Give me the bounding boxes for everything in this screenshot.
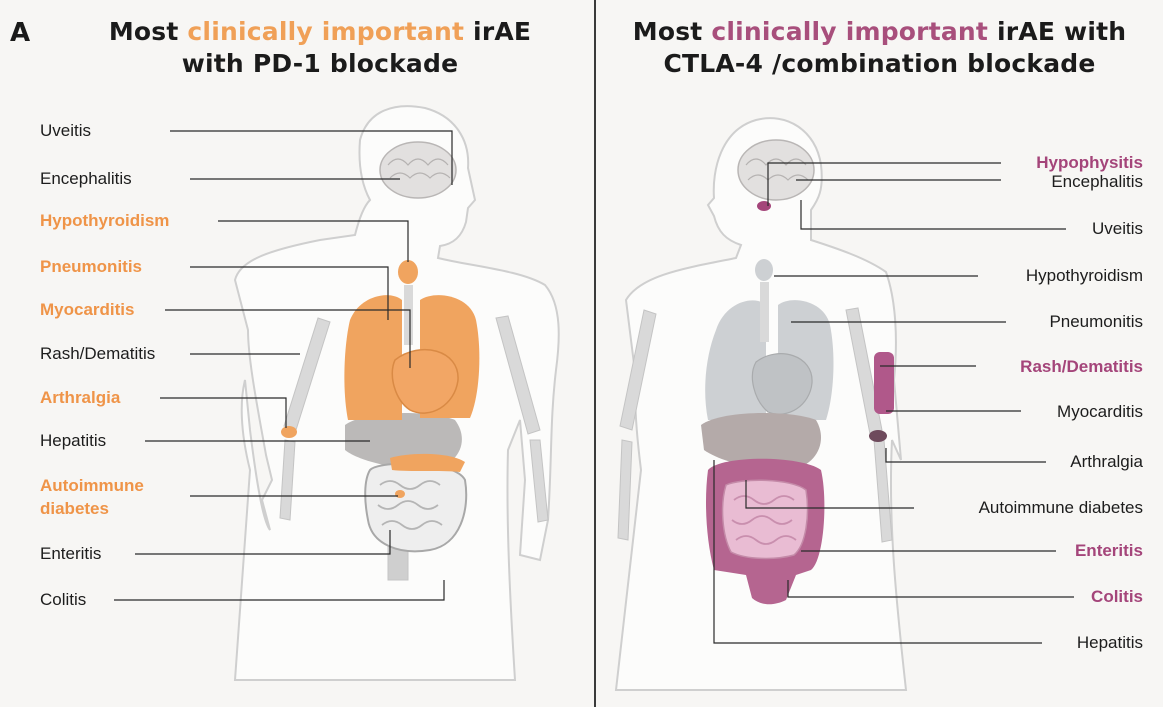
label-rash: Rash/Dematitis [40, 344, 155, 364]
panel-letter: A [10, 18, 30, 48]
label-hypothyroidism: Hypothyroidism [1026, 266, 1143, 286]
title-line2: CTLA-4 /combination blockade [663, 49, 1095, 78]
label-colitis: Colitis [40, 590, 86, 610]
label-myocarditis: Myocarditis [1057, 402, 1143, 422]
title-highlight: clinically important [187, 17, 464, 46]
label-diabetes: Autoimmune diabetes [979, 498, 1143, 518]
label-hepatitis: Hepatitis [1077, 633, 1143, 653]
label-uveitis: Uveitis [1092, 219, 1143, 239]
label-pneumonitis: Pneumonitis [1049, 312, 1143, 332]
title-line1-pre: Most [633, 17, 712, 46]
label-diabetes-line1: Autoimmune [40, 476, 144, 496]
pituitary-highlight [757, 201, 771, 211]
label-rash: Rash/Dematitis [1020, 357, 1143, 377]
label-colitis: Colitis [1091, 587, 1143, 607]
joint-dark [869, 430, 887, 442]
title-line1-post: irAE with [988, 17, 1126, 46]
label-uveitis: Uveitis [40, 121, 91, 141]
label-pneumonitis: Pneumonitis [40, 257, 142, 277]
brain-shape [380, 142, 456, 198]
label-diabetes-line2: diabetes [40, 499, 109, 519]
label-hepatitis: Hepatitis [40, 431, 106, 451]
thyroid-highlight [398, 260, 418, 284]
brain-shape [738, 140, 814, 200]
joint-highlight [281, 426, 297, 438]
label-enteritis: Enteritis [1075, 541, 1143, 561]
label-hypophysitis: Hypophysitis [1036, 153, 1143, 173]
title-line2: with PD-1 blockade [182, 49, 459, 78]
title-line1-post: irAE [464, 17, 531, 46]
label-hypothyroidism: Hypothyroidism [40, 211, 169, 231]
title-ctla4: Most clinically important irAE with CTLA… [596, 16, 1163, 80]
label-encephalitis: Encephalitis [40, 169, 132, 189]
panel-ctla4: Most clinically important irAE with CTLA… [596, 0, 1163, 707]
label-encephalitis: Encephalitis [1051, 172, 1143, 192]
skin-highlight [874, 352, 894, 414]
label-enteritis: Enteritis [40, 544, 101, 564]
title-highlight: clinically important [711, 17, 988, 46]
panel-pd1: A Most clinically important irAE with PD… [0, 0, 594, 707]
title-line1-pre: Most [109, 17, 188, 46]
label-myocarditis: Myocarditis [40, 300, 134, 320]
label-arthralgia: Arthralgia [40, 388, 120, 408]
label-arthralgia: Arthralgia [1070, 452, 1143, 472]
body-diagram-ctla4 [596, 0, 1163, 707]
title-pd1: Most clinically important irAE with PD-1… [50, 16, 590, 80]
